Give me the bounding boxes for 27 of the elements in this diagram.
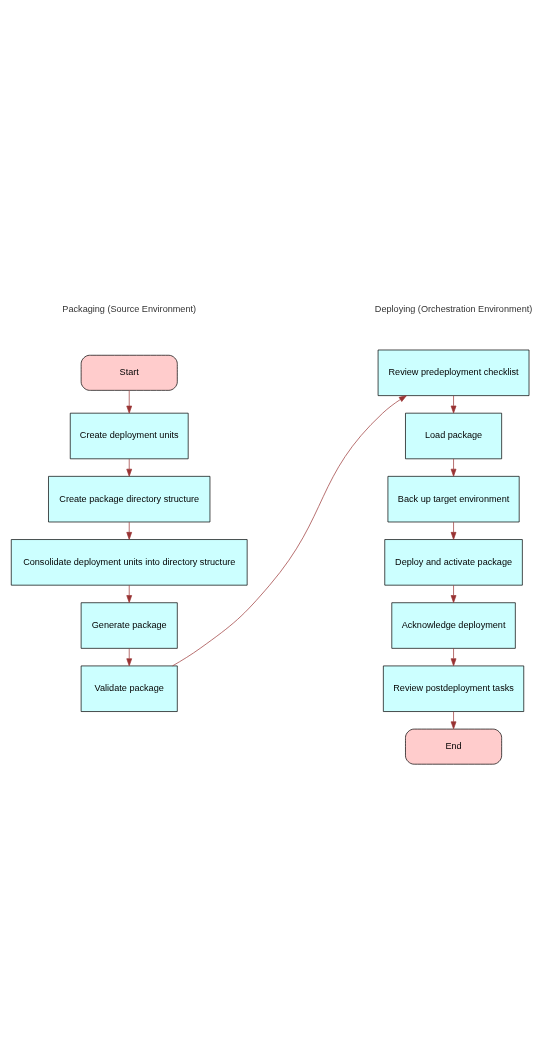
label: Deploying (Orchestration Environment) [374,304,533,315]
arrow [126,458,133,477]
node-box: Acknowledge deployment [391,602,516,649]
node-box: Create package directory structure [48,476,211,523]
node-box: Generate package [80,602,178,649]
arrow [450,395,457,414]
arrow [126,585,133,603]
label: Packaging (Source Environment) [62,304,197,315]
arrow [126,521,133,540]
node-box: End [405,728,502,765]
node-box: Create deployment units [69,412,189,460]
arrow [172,395,407,667]
node-box: Consolidate deployment units into directory structure [10,539,248,586]
node-box: Deploy and activate package [384,539,523,586]
arrow [126,390,133,414]
arrow [450,711,457,730]
node-box: Review predeployment checklist [377,349,530,396]
arrow [126,648,133,667]
node-box: Start [80,354,178,391]
node-box: Validate package [80,665,178,712]
node-box: Review postdeployment tasks [383,665,525,712]
arrow [450,648,457,667]
node-box: Back up target environment [387,476,520,523]
arrow [450,458,457,477]
node-box: Load package [405,412,502,460]
arrow [450,585,457,603]
arrow [450,521,457,540]
